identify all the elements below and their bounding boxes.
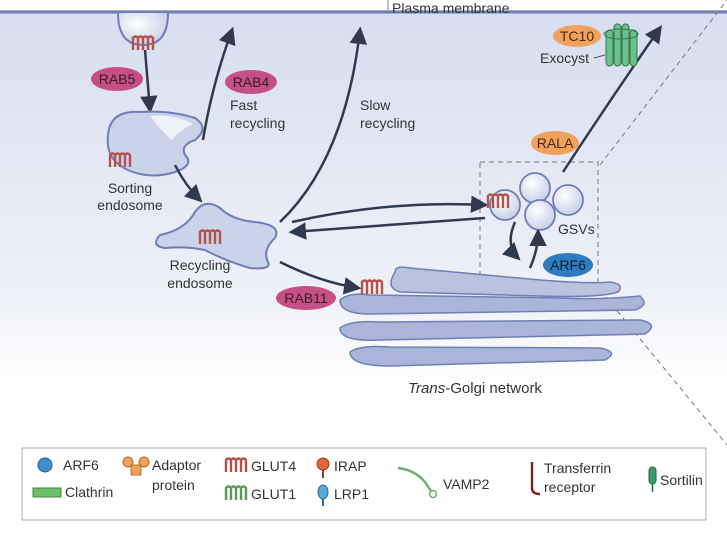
vamp2-legend-icon	[397, 466, 438, 499]
legend-arf6: ARF6	[63, 457, 99, 473]
golgi-cisterna-2	[339, 293, 645, 315]
lrp1-legend-icon	[317, 484, 329, 506]
rab4-pill	[225, 70, 277, 94]
arf6-pill	[543, 253, 593, 277]
fast-recycling-arrow	[201, 26, 236, 141]
rala-pill	[531, 131, 579, 155]
sorting-endosome-label-2: endosome	[97, 197, 163, 213]
rala-label: RALA	[537, 135, 574, 151]
arf6-label: ARF6	[550, 257, 586, 273]
zoom-line-bottom	[599, 289, 727, 446]
legend-clathrin: Clathrin	[65, 484, 113, 500]
legend-lrp1: LRP1	[334, 486, 369, 502]
irap-legend-icon	[316, 457, 330, 478]
legend-box	[21, 447, 707, 521]
exocyst-complex	[603, 23, 639, 67]
legend-transferrin-2: receptor	[544, 479, 596, 495]
legend-glut4: GLUT4	[251, 458, 296, 474]
gsv-zoom-box	[479, 161, 599, 291]
arf6-legend-icon	[37, 457, 53, 473]
golgi-label-rest: -Golgi network	[445, 380, 542, 397]
endocytosis-arrow	[140, 49, 158, 114]
recycling-to-golgi-arrow	[279, 260, 362, 295]
glut1-legend-icon	[224, 485, 248, 500]
legend-glut1: GLUT1	[251, 486, 296, 502]
adaptor-protein-legend-icon	[122, 456, 150, 476]
golgi-cisterna-4	[349, 345, 613, 367]
golgi-cisterna-3	[339, 319, 653, 341]
exocyst-pointer	[593, 54, 606, 59]
sorting-endosome-label-1: Sorting	[108, 180, 152, 196]
fast-recycling-label-1: Fast	[230, 97, 257, 113]
golgi-label-italic: Trans	[408, 380, 446, 397]
sorting-to-recycling-arrow	[173, 164, 203, 203]
rab4-label: RAB4	[233, 74, 270, 90]
slow-recycling-label-1: Slow	[360, 97, 391, 113]
golgi-to-gsv-arrow	[528, 228, 547, 269]
slow-recycling-label-2: recycling	[360, 115, 415, 131]
legend-vamp2: VAMP2	[443, 476, 490, 492]
gsv-from-golgi-arrow	[501, 221, 521, 261]
gsv-vesicle	[519, 172, 551, 204]
transferrin-receptor-legend-icon	[530, 462, 541, 496]
exocyst-label: Exocyst	[540, 50, 589, 66]
sorting-endosome-highlight	[150, 115, 193, 140]
gsv-to-recycling-arrow	[288, 216, 486, 240]
clathrin-legend-icon	[32, 487, 62, 498]
gsvs-label: GSVs	[558, 221, 595, 237]
slow-recycling-arrow	[279, 26, 368, 223]
plasma-membrane-label: Plasma membrane	[392, 0, 510, 16]
recycling-endosome-label-2: endosome	[167, 275, 233, 291]
zoom-line-top	[599, 0, 727, 166]
fast-recycling-label-2: recycling	[230, 115, 285, 131]
legend-sortilin: Sortilin	[660, 472, 703, 488]
gsv-vesicle	[524, 199, 556, 231]
legend-adaptor-1: Adaptor	[152, 457, 201, 473]
legend-irap: IRAP	[334, 458, 367, 474]
golgi-cisterna-1	[390, 266, 621, 298]
gsv-exocytosis-arrow	[561, 25, 662, 173]
rab11-pill	[276, 286, 336, 310]
gsv-vesicle	[552, 184, 584, 216]
rab11-label: RAB11	[284, 290, 328, 306]
tc10-label: TC10	[560, 28, 594, 44]
rab5-label: RAB5	[99, 71, 136, 87]
rab5-pill	[91, 67, 143, 91]
tc10-pill	[553, 25, 601, 47]
legend-transferrin-1: Transferrin	[544, 460, 611, 476]
recycling-endosome-label-1: Recycling	[170, 257, 231, 273]
recycling-to-gsv-arrow	[291, 195, 489, 224]
golgi-label: Trans-Golgi network	[408, 380, 542, 397]
legend-adaptor-2: protein	[152, 477, 195, 493]
sortilin-legend-icon	[648, 466, 657, 492]
